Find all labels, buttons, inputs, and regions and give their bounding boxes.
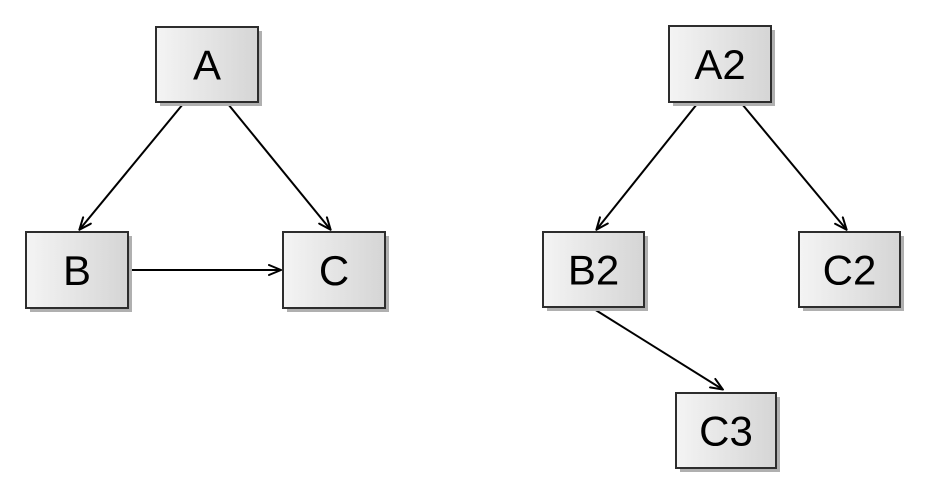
node-B2[interactable]: B2 <box>542 231 648 311</box>
edge-B2-C3[interactable] <box>593 308 722 389</box>
node-label: A2 <box>694 41 745 88</box>
node-C3[interactable]: C3 <box>675 392 780 472</box>
edge-line <box>741 103 846 229</box>
node-C2[interactable]: C2 <box>798 231 904 311</box>
node-label: C <box>319 247 349 294</box>
right-graph-edges <box>593 103 846 389</box>
left-graph: A B C <box>25 26 389 312</box>
left-graph-edges <box>80 103 330 270</box>
node-B[interactable]: B <box>25 231 132 312</box>
edge-line <box>597 103 698 229</box>
edge-A-C[interactable] <box>227 103 330 229</box>
node-box <box>798 231 901 308</box>
node-label: B2 <box>568 247 619 294</box>
node-box <box>675 392 777 469</box>
edges-layer <box>80 103 846 389</box>
edge-line <box>227 103 330 229</box>
node-A[interactable]: A <box>155 26 262 106</box>
edge-A2-C2[interactable] <box>741 103 846 229</box>
node-box <box>668 25 772 103</box>
node-box <box>282 231 386 309</box>
node-box <box>155 26 259 103</box>
node-A2[interactable]: A2 <box>668 25 775 106</box>
edge-line <box>80 103 184 229</box>
edge-line <box>593 308 722 389</box>
node-label: C2 <box>823 247 877 294</box>
node-label: B <box>63 247 91 294</box>
node-label: A <box>193 42 221 89</box>
edge-A2-B2[interactable] <box>597 103 698 229</box>
node-C[interactable]: C <box>282 231 389 312</box>
node-box <box>542 231 645 308</box>
node-label: C3 <box>699 408 753 455</box>
edge-A-B[interactable] <box>80 103 184 229</box>
node-box <box>25 231 129 309</box>
